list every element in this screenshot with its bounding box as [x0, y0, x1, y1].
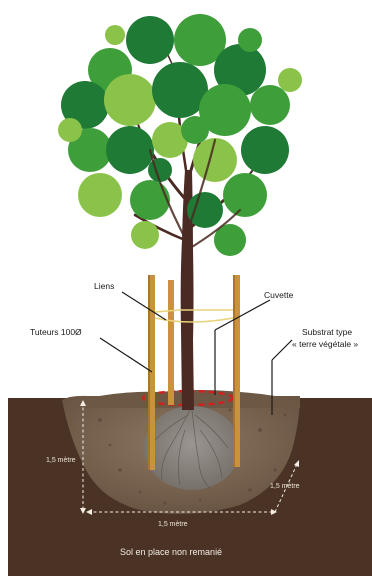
label-liens: Liens [94, 281, 114, 291]
ties [155, 310, 233, 322]
stake-middle [168, 280, 174, 405]
tree-canopy [58, 14, 302, 256]
label-depth-right: 1,5 mètre [270, 483, 300, 490]
label-substrat-line2: « terre végétale » [292, 339, 358, 349]
label-tuteurs: Tuteurs 100Ø [30, 327, 82, 337]
root-ball [144, 406, 240, 490]
label-soil: Sol en place non remanié [120, 547, 222, 557]
label-substrat-line1: Substrat type [302, 327, 352, 337]
label-width-bottom: 1,5 mètre [158, 521, 188, 528]
label-cuvette: Cuvette [264, 290, 294, 300]
label-depth-left: 1,5 mètre [46, 457, 76, 464]
